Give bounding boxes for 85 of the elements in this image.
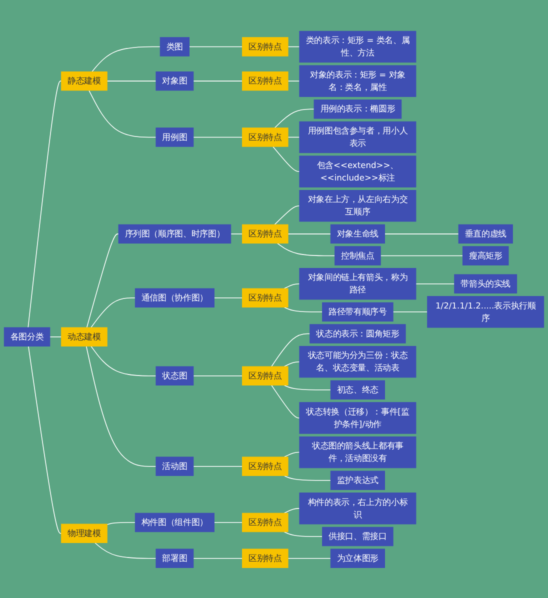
node-box: 构件图（组件图）	[134, 512, 214, 532]
node-box: 用例图包含参与者，用小人表示	[299, 120, 416, 153]
node-box: 类的表示：矩形 = 类名、属性、方法	[299, 30, 416, 62]
connector	[106, 80, 156, 82]
node-box: 状态图	[156, 366, 194, 386]
connector	[274, 205, 300, 225]
node-box: 状态的表示：圆角矩形	[310, 324, 406, 343]
node-box: 对象的表示：矩形 = 对象名：类名，属性	[299, 64, 416, 96]
connector	[272, 146, 300, 172]
connector	[284, 531, 323, 536]
connector	[284, 361, 300, 366]
node-box: 动态建模	[61, 326, 108, 346]
connector	[94, 542, 156, 558]
connector	[28, 80, 62, 328]
connector	[86, 345, 156, 466]
node-box: 包含<<extend>>、<<include>>标注	[299, 155, 416, 187]
node-box: 各图分类	[4, 326, 50, 346]
node-box: 区别特点	[242, 548, 288, 568]
node-box: 区别特点	[242, 71, 288, 90]
connector	[88, 90, 156, 138]
node-box: 监护表达式	[330, 470, 385, 490]
node-box: 通信图（协作图）	[134, 288, 214, 308]
connector	[271, 384, 300, 418]
node-box: 带箭头的实线	[454, 274, 518, 294]
node-box: 区别特点	[242, 36, 288, 56]
connector	[106, 522, 136, 525]
connector	[277, 242, 336, 256]
connector	[288, 80, 300, 82]
connector	[288, 233, 332, 234]
connector	[284, 451, 300, 457]
node-box: 对象间的链上有箭头，称为路径	[299, 268, 416, 300]
connector	[50, 336, 62, 337]
connector	[271, 332, 310, 366]
node-box: 状态可能为分为三份：状态名、状态变量、活动表	[299, 346, 416, 378]
node-box: 对象生命线	[330, 224, 385, 244]
node-box: 静态建模	[61, 71, 108, 90]
connector	[90, 297, 136, 328]
node-box: 控制焦点	[334, 246, 381, 265]
node-box: 构件的表示，右上方的小标识	[299, 492, 416, 524]
connector	[284, 306, 323, 312]
node-box: 路径带有顺序号	[322, 302, 394, 322]
node-box: 状态图的箭头线上都有事件，活动图没有	[299, 436, 416, 468]
node-box: 活动图	[156, 456, 194, 476]
connector	[288, 46, 300, 47]
node-box: 供接口、需接口	[322, 526, 394, 546]
connector	[284, 474, 332, 480]
connector	[28, 345, 62, 534]
node-box: 1/2/1.1/1.2.....表示执行顺序	[427, 296, 544, 328]
node-box: 序列图（顺序图、时序图）	[118, 224, 232, 244]
node-box: 区别特点	[242, 512, 288, 532]
connector	[380, 254, 464, 256]
node-box: 类图	[160, 36, 190, 56]
connector	[193, 80, 243, 82]
node-box: 用例图	[156, 127, 194, 146]
connector	[188, 46, 243, 47]
node-box: 垂直的虚线	[458, 224, 513, 244]
node-box: 区别特点	[242, 224, 288, 244]
node-box: 瘦高矩形	[462, 246, 509, 265]
connector	[384, 233, 459, 234]
node-box: 部署图	[156, 548, 194, 568]
node-box: 物理建模	[61, 523, 108, 543]
connector	[86, 233, 119, 328]
node-box: 初态、终态	[330, 380, 385, 400]
connector	[392, 311, 428, 312]
node-box: 为立体图形	[330, 548, 385, 568]
connector	[193, 136, 243, 138]
connector	[90, 345, 156, 376]
node-box: 对象在上方，从左向右为交互顺序	[299, 190, 416, 222]
connector	[288, 136, 300, 138]
connector	[214, 297, 243, 298]
connector	[416, 283, 455, 284]
node-box: 区别特点	[242, 456, 288, 476]
node-box: 区别特点	[242, 366, 288, 386]
connector	[92, 46, 161, 72]
node-box: 区别特点	[242, 288, 288, 308]
connector	[193, 375, 243, 376]
node-box: 用例的表示：椭圆形	[314, 99, 402, 118]
connector	[284, 508, 300, 514]
node-box: 对象图	[156, 71, 194, 90]
node-box: 状态转换（迁移）：事件[监护条件]/动作	[299, 402, 416, 434]
connector	[284, 384, 332, 390]
node-box: 区别特点	[242, 127, 288, 146]
connector	[274, 108, 314, 128]
connector	[284, 283, 300, 288]
connector	[230, 233, 243, 234]
